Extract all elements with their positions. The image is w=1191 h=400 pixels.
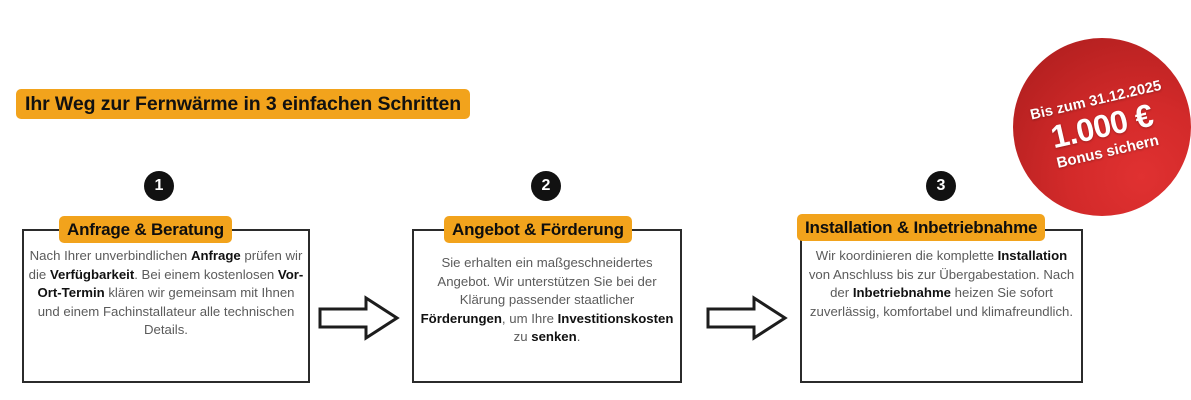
step-box-2 [412, 229, 682, 383]
page-title: Ihr Weg zur Fernwärme in 3 einfachen Sch… [16, 89, 471, 119]
bonus-badge: Bis zum 31.12.2025 1.000 € Bonus sichern [1013, 38, 1191, 216]
step-heading-3: Installation & Inbetriebnahme [797, 214, 1046, 241]
step-number-badge-2: 2 [531, 171, 561, 201]
step-number-badge-1: 1 [144, 171, 174, 201]
arrow-step2-to-step3 [706, 295, 788, 346]
step-number-badge-3: 3 [926, 171, 956, 201]
step-heading-1: Anfrage & Beratung [59, 216, 232, 243]
arrow-step1-to-step2 [318, 295, 400, 346]
step-body-2: Sie erhalten ein maßgeschneidertes Angeb… [420, 255, 674, 345]
bonus-badge-content: Bis zum 31.12.2025 1.000 € Bonus sichern [1013, 38, 1191, 216]
step-body-1: Nach Ihrer unverbindlichen Anfrage prüfe… [28, 248, 304, 338]
step-box-1 [22, 229, 310, 383]
step-heading-2: Angebot & Förderung [444, 216, 632, 243]
step-body-3: Wir koordinieren die komplette Installat… [808, 248, 1075, 319]
